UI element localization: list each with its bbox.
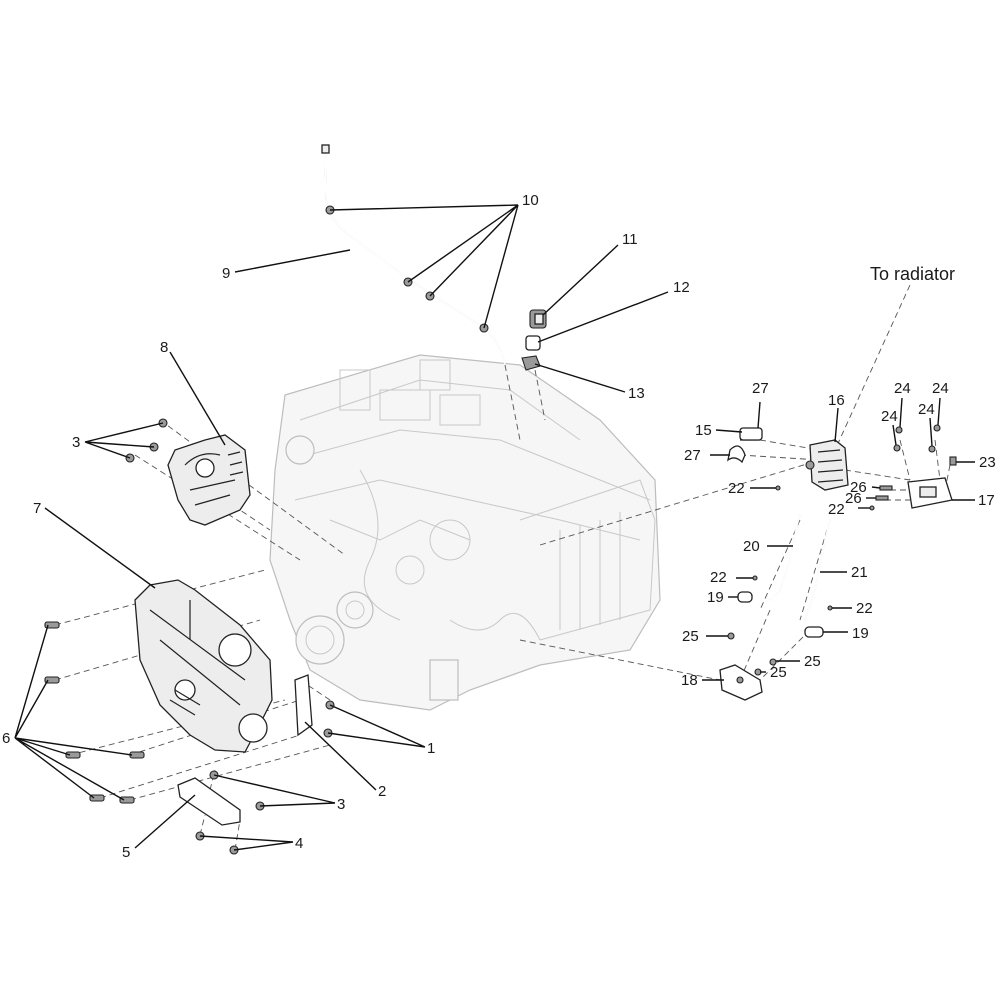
callout-22: 22 (710, 569, 727, 586)
bracket-2 (294, 674, 313, 737)
callout-2: 2 (378, 783, 386, 800)
callout-24: 24 (932, 380, 949, 397)
callout-24: 24 (881, 408, 898, 425)
callout-3: 3 (337, 796, 345, 813)
engine-assembly-ghost (269, 354, 661, 711)
hose-15 (727, 427, 763, 464)
callout-25: 25 (804, 653, 821, 670)
callout-16: 16 (828, 392, 845, 409)
callout-22: 22 (728, 480, 745, 497)
callout-26: 26 (850, 479, 867, 496)
callout-5: 5 (122, 844, 130, 861)
callout-10: 10 (522, 192, 539, 209)
leader-lines (14, 204, 975, 851)
callout-17: 17 (978, 492, 995, 509)
callout-25: 25 (682, 628, 699, 645)
bolts-24 (893, 424, 941, 453)
oil-cooler-16 (805, 439, 849, 491)
callout-22: 22 (828, 501, 845, 518)
callout-26: 26 (845, 490, 862, 507)
callout-12: 12 (673, 279, 690, 296)
callout-4: 4 (295, 835, 303, 852)
dipstick-tube (321, 144, 506, 366)
lower-cover-7 (134, 579, 273, 753)
callout-13: 13 (628, 385, 645, 402)
bracket-18 (719, 664, 763, 701)
callout-27: 27 (684, 447, 701, 464)
callout-24: 24 (918, 401, 935, 418)
sensor-11 (529, 309, 547, 329)
callout-21: 21 (851, 564, 868, 581)
callout-8: 8 (160, 339, 168, 356)
callout-3: 3 (72, 434, 80, 451)
clip-10 (325, 205, 489, 333)
bracket-5 (177, 777, 241, 826)
callout-15: 15 (695, 422, 712, 439)
callout-20: 20 (743, 538, 760, 555)
callout-1: 1 (427, 740, 435, 757)
callout-19: 19 (707, 589, 724, 606)
callout-6: 6 (2, 730, 10, 747)
callout-9: 9 (222, 265, 230, 282)
plug-23 (949, 456, 957, 466)
nuts-3-upper (125, 418, 168, 463)
nuts-4 (195, 831, 239, 855)
callout-19: 19 (852, 625, 869, 642)
pipe-21 (804, 519, 831, 621)
upper-cover-8 (167, 434, 251, 526)
to-radiator-note: To radiator (870, 264, 955, 284)
bolts-6 (44, 621, 145, 804)
callout-labels: 1 2 3 3 4 5 6 7 8 9 10 11 12 13 15 16 17… (2, 192, 996, 861)
callout-23: 23 (979, 454, 996, 471)
callout-7: 7 (33, 500, 41, 517)
callout-27: 27 (752, 380, 769, 397)
adapter-17 (907, 477, 953, 509)
pipe-20 (769, 514, 801, 601)
callout-22: 22 (856, 600, 873, 617)
callout-24: 24 (894, 380, 911, 397)
callout-25: 25 (770, 664, 787, 681)
callout-18: 18 (681, 672, 698, 689)
spacer-12 (525, 335, 541, 351)
orings-19 (737, 591, 824, 638)
callout-11: 11 (622, 231, 638, 248)
